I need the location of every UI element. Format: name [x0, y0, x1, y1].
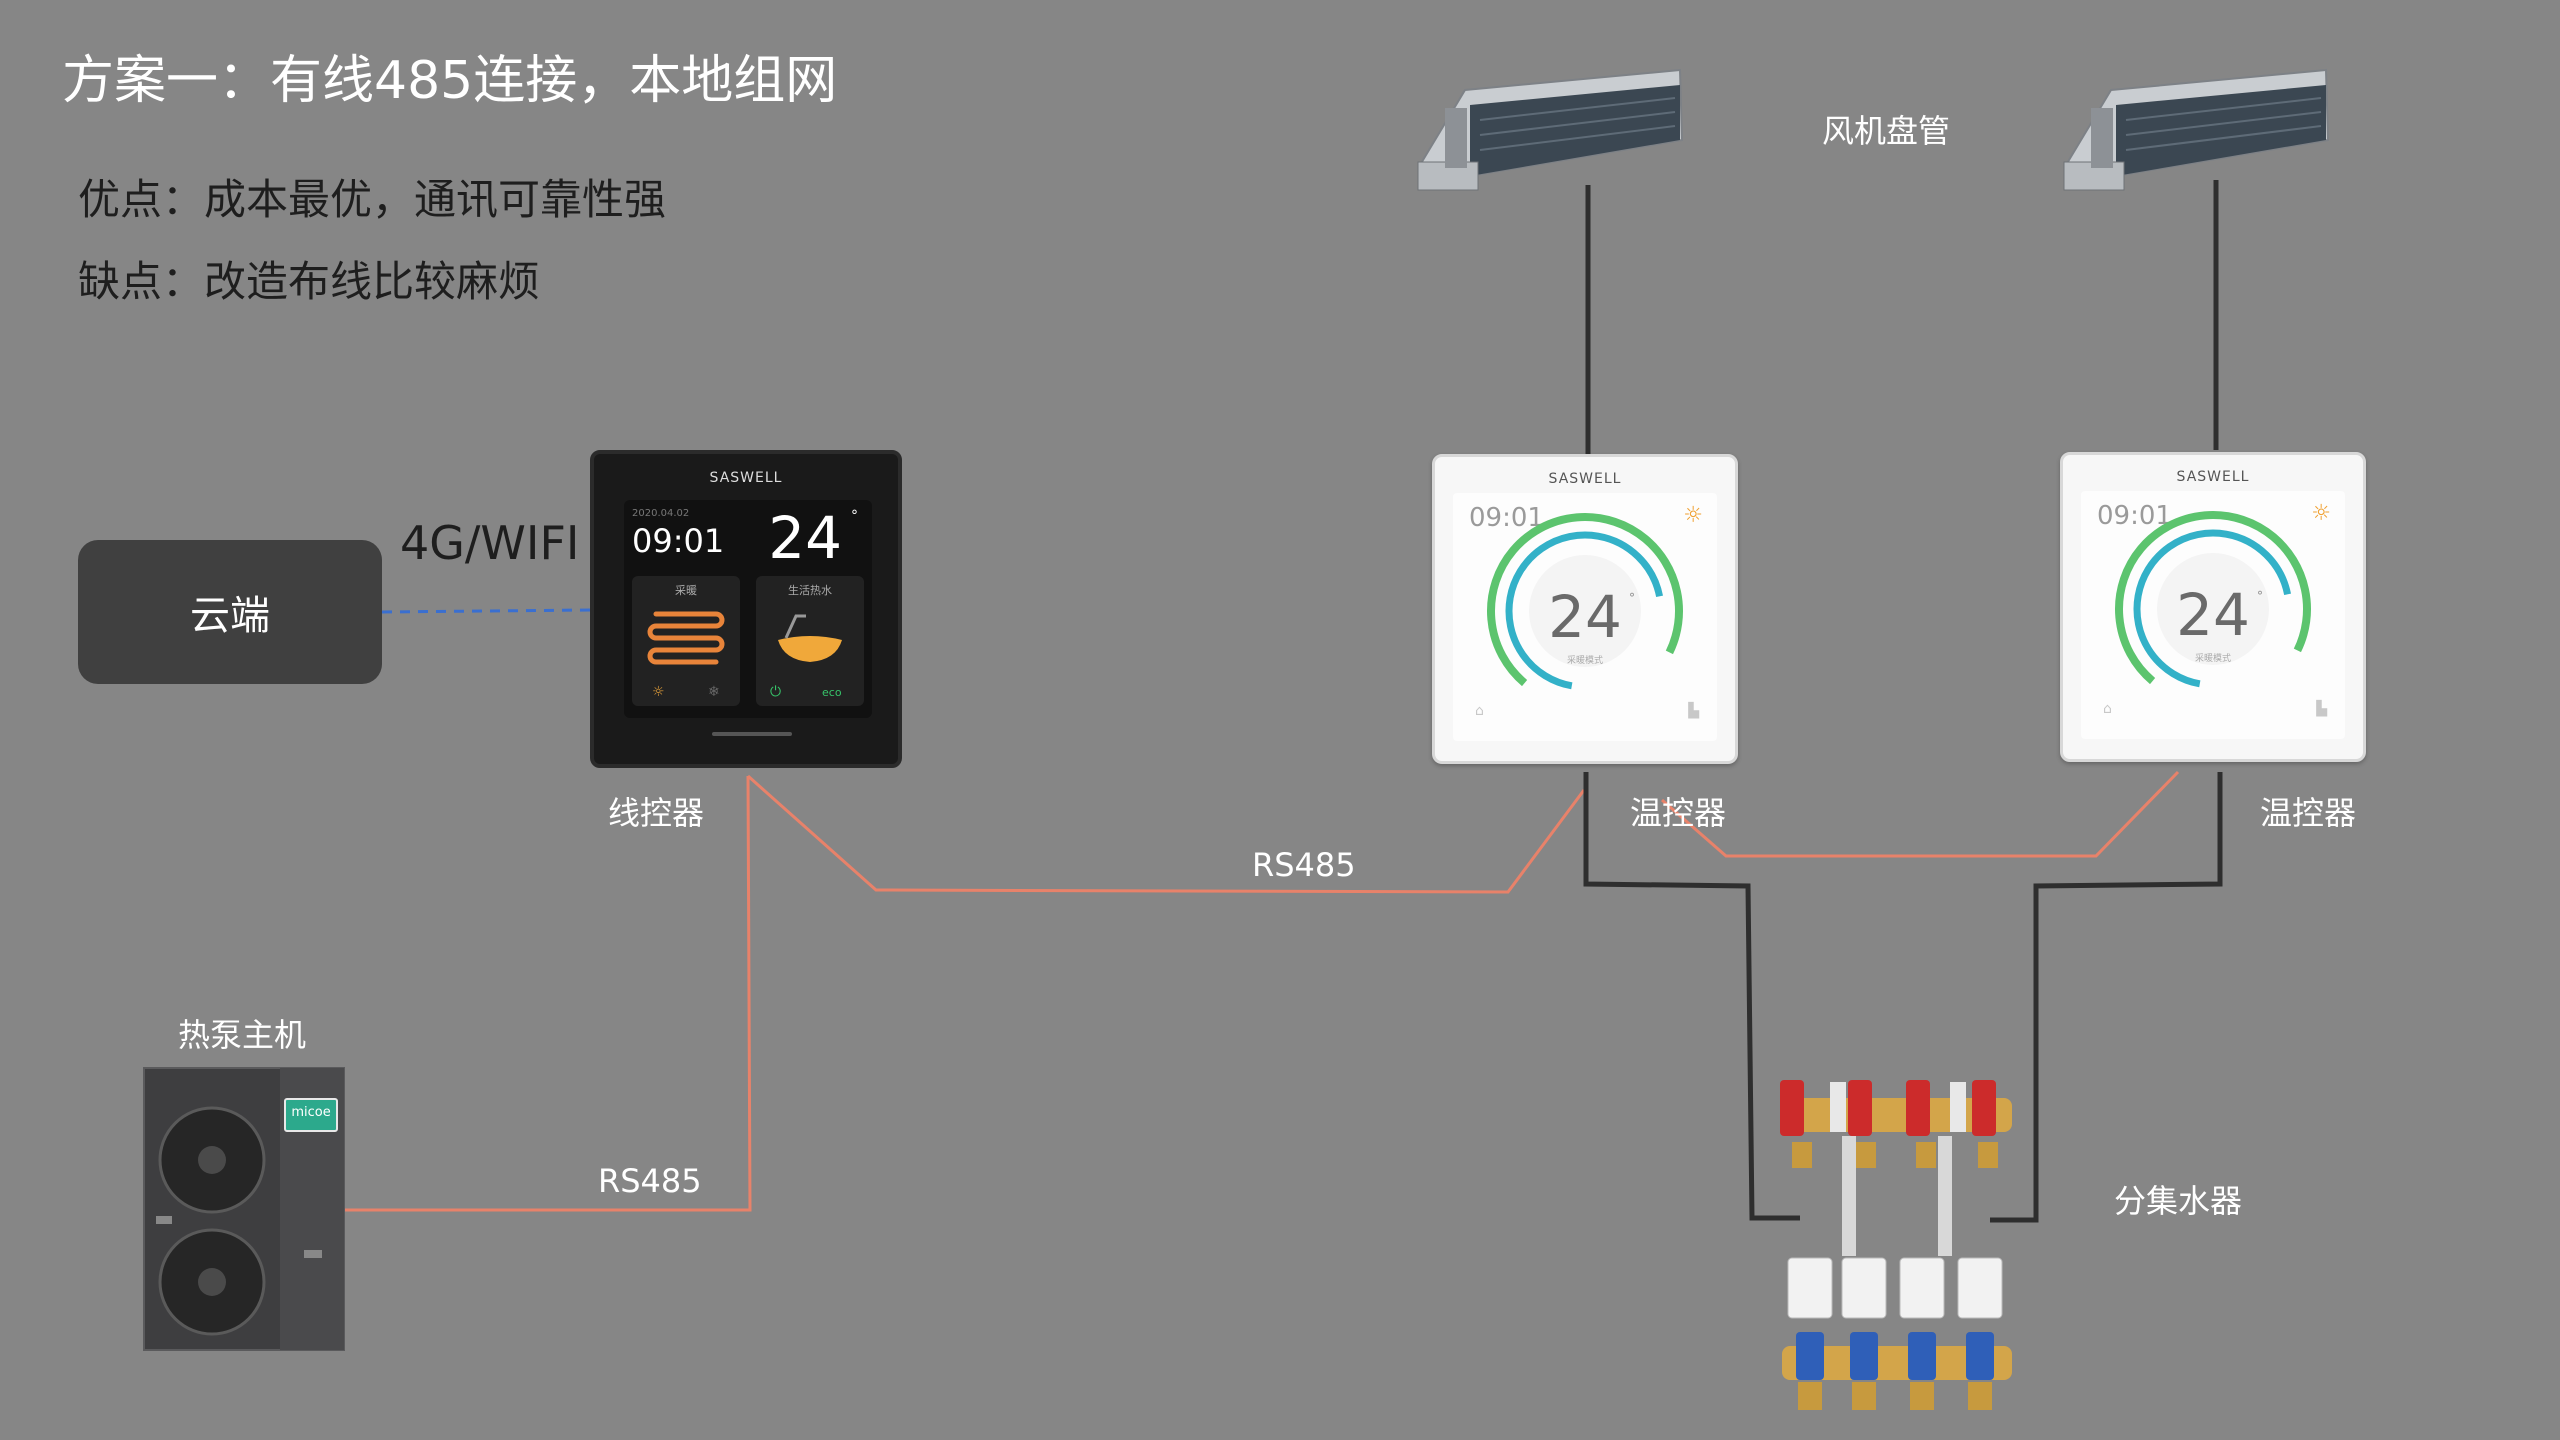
- thermostat-1-time: 09:01: [1469, 503, 1544, 533]
- thermostat-1-label: 温控器: [1630, 794, 1727, 832]
- fan-coil-unit-1: [1417, 68, 1684, 191]
- thermostat-1-degree: °: [1629, 591, 1635, 605]
- cons-text: 缺点：改造布线比较麻烦: [78, 257, 541, 306]
- heat-pump-unit: [143, 1067, 345, 1351]
- svg-text:☼: ☼: [652, 684, 665, 700]
- rs485-heat-pump-line: [344, 775, 752, 1212]
- heating-panel-title: 采暖: [675, 584, 697, 597]
- thermostat-1-mode: 采暖模式: [1566, 656, 1603, 666]
- fan-coil-label: 风机盘管: [1822, 112, 1951, 150]
- rs485-controller-thermostat-line: [747, 774, 1586, 894]
- thermostat-2-mode: 采暖模式: [2194, 654, 2231, 664]
- hot-water-panel: 生活热水 ⏻ eco: [756, 576, 864, 706]
- pros-text: 优点：成本最优，通讯可靠性强: [78, 175, 667, 224]
- thermostat-2-label: 温控器: [2260, 794, 2357, 832]
- rs485-bottom-label: RS485: [598, 1162, 702, 1200]
- page-title: 方案一：有线485连接，本地组网: [62, 51, 838, 111]
- eco-label: eco: [822, 686, 842, 699]
- home-icon: ⌂: [1475, 703, 1484, 719]
- thermostat-2-degree: °: [2257, 589, 2263, 603]
- manifold-unit: [1780, 1080, 2012, 1410]
- thermostat-2-screen: 09:01 ☼ 24 ° 采暖模式 ⌂ ▙: [2081, 491, 2345, 739]
- thermostat-2-brand: SASWELL: [2176, 469, 2250, 485]
- controller-temperature: 24: [768, 504, 842, 572]
- thermostat-1-screen: 09:01 ☼ 24 ° 采暖模式 ⌂ ▙: [1453, 493, 1717, 741]
- stats-icon: ▙: [2316, 701, 2327, 717]
- thermostat-2-dial: [2115, 511, 2311, 707]
- sun-icon: ☼: [1683, 503, 1703, 528]
- manifold-label: 分集水器: [2114, 1182, 2243, 1220]
- wired-controller-device: SASWELL 2020.04.02 09:01 24 ° 采暖 ☼ ❄ 生活热…: [590, 450, 902, 768]
- controller-home-bar: [712, 732, 792, 736]
- fan-coil-unit-2: [2063, 68, 2330, 191]
- svg-text:❄: ❄: [708, 684, 720, 700]
- rs485-thermostat-daisy-line: [1661, 770, 2180, 858]
- thermostat-1-temperature: 24: [1548, 583, 1622, 651]
- svg-text:⏻: ⏻: [770, 684, 781, 700]
- heating-panel: 采暖 ☼ ❄: [632, 576, 740, 706]
- thermostat-1: SASWELL 09:01 ☼ 24 ° 采暖模式 ⌂ ▙: [1432, 454, 1738, 764]
- connection-label: 4G/WIFI: [400, 516, 580, 570]
- cloud-label: 云端: [190, 593, 270, 639]
- home-icon: ⌂: [2103, 701, 2112, 717]
- thermostat-2-temperature: 24: [2176, 581, 2250, 649]
- rs485-top-label: RS485: [1252, 846, 1356, 884]
- wifi-link-line: [381, 608, 591, 614]
- heat-pump-logo: micoe: [284, 1098, 338, 1132]
- controller-time: 09:01: [632, 522, 725, 560]
- controller-degree: °: [851, 508, 858, 524]
- thermostat-1-brand: SASWELL: [1548, 471, 1622, 487]
- heat-pump-label: 热泵主机: [178, 1016, 307, 1054]
- thermostat-2-time: 09:01: [2097, 501, 2172, 531]
- stats-icon: ▙: [1688, 703, 1699, 719]
- hot-water-panel-title: 生活热水: [788, 584, 832, 597]
- wired-controller-label: 线控器: [608, 794, 705, 832]
- controller-date: 2020.04.02: [632, 508, 690, 519]
- bathtub-icon: ⏻ eco: [770, 614, 842, 700]
- manifold-wire-2: [1990, 772, 2223, 1223]
- controller-screen: 2020.04.02 09:01 24 ° 采暖 ☼ ❄ 生活热水 ⏻ eco: [624, 500, 872, 718]
- sun-icon: ☼: [2311, 501, 2331, 526]
- thermostat-1-dial: [1487, 513, 1683, 709]
- heating-coil-icon: ☼ ❄: [647, 611, 725, 700]
- thermostat-2: SASWELL 09:01 ☼ 24 ° 采暖模式 ⌂ ▙: [2060, 452, 2366, 762]
- manifold-wire-1: [1583, 772, 1800, 1221]
- cloud-node: 云端: [78, 540, 382, 684]
- controller-brand: SASWELL: [709, 470, 783, 486]
